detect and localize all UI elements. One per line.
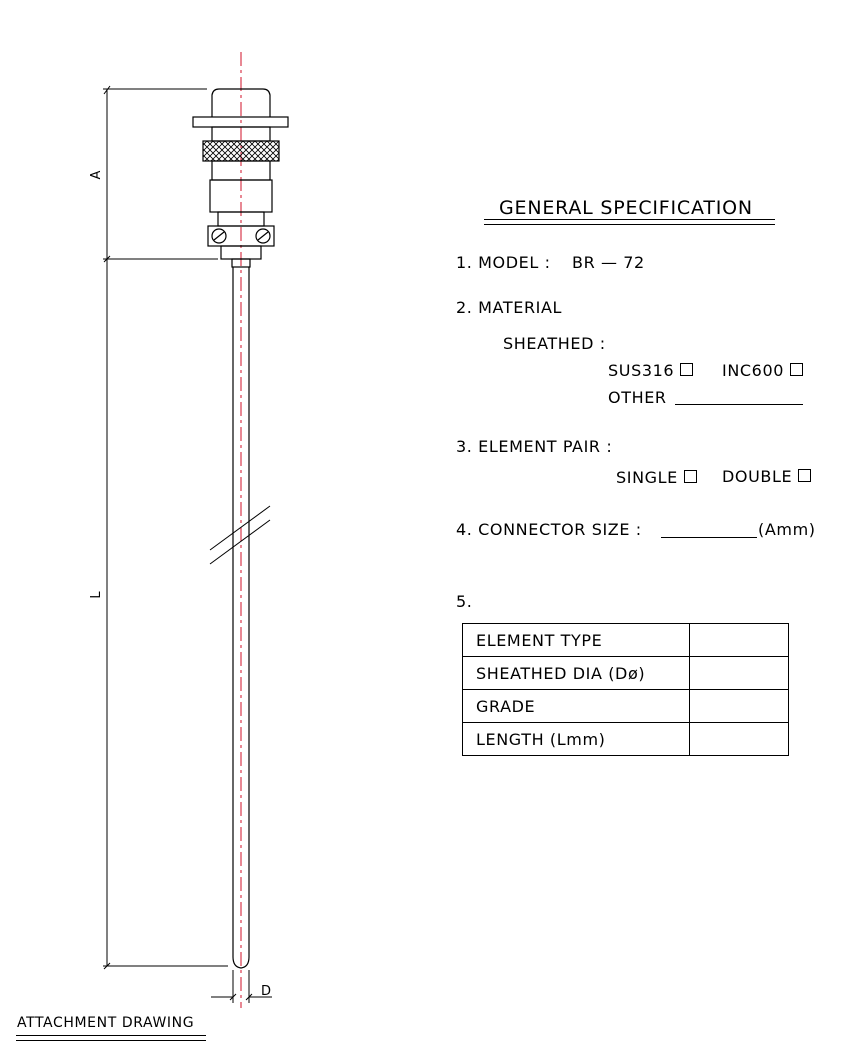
- sensor-drawing: A L D: [89, 52, 289, 1008]
- table-row: SHEATHED DIA (Dø): [462, 656, 789, 690]
- element-spec-table: ELEMENT TYPE SHEATHED DIA (Dø) GRADE LEN…: [462, 623, 789, 756]
- dimension-l: [103, 259, 228, 970]
- connector-head: [192, 88, 289, 268]
- table-row-label: ELEMENT TYPE: [462, 623, 690, 657]
- table-row-label: SHEATHED DIA (Dø): [462, 656, 690, 690]
- dimension-a-label: A: [89, 170, 104, 179]
- single-checkbox[interactable]: [683, 470, 697, 483]
- inc600-checkbox[interactable]: [790, 363, 803, 376]
- option-sus316-label: SUS316: [608, 361, 675, 380]
- dimension-d-label: D: [261, 984, 271, 999]
- option-sus316: SUS316: [608, 361, 694, 380]
- option-inc600: INC600: [722, 363, 803, 379]
- option-single-label: SINGLE: [616, 468, 678, 487]
- option-double: DOUBLE: [722, 467, 812, 486]
- caption-underline: [16, 1035, 206, 1041]
- spec-title: GENERAL SPECIFICATION: [499, 197, 753, 219]
- option-double-label: DOUBLE: [722, 467, 793, 486]
- dimension-d: [211, 970, 272, 1003]
- dimension-a: [103, 85, 218, 263]
- sus316-checkbox[interactable]: [680, 363, 694, 376]
- sheath-tube: [209, 267, 271, 969]
- connector-size-label: 4. CONNECTOR SIZE :: [456, 520, 642, 539]
- table-row-value[interactable]: [689, 656, 789, 690]
- other-label: OTHER: [608, 388, 667, 407]
- table-row-value[interactable]: [689, 623, 789, 657]
- table-row: ELEMENT TYPE: [462, 623, 789, 657]
- material-label: 2. MATERIAL: [456, 298, 563, 317]
- table-row: LENGTH (Lmm): [462, 722, 789, 756]
- other-blank-field[interactable]: [675, 404, 803, 405]
- double-checkbox[interactable]: [798, 469, 812, 482]
- connector-size-blank-field[interactable]: [661, 537, 757, 538]
- sheathed-label: SHEATHED :: [503, 334, 606, 353]
- model-value: BR — 72: [572, 253, 645, 272]
- table-row: GRADE: [462, 689, 789, 723]
- title-underline: [484, 219, 775, 225]
- drawing-caption: ATTACHMENT DRAWING: [17, 1015, 195, 1031]
- connector-size-unit: (Amm): [758, 520, 816, 539]
- model-label: 1. MODEL :: [456, 253, 551, 272]
- option-inc600-label: INC600: [722, 361, 784, 380]
- item-5-label: 5.: [456, 592, 473, 611]
- table-row-value[interactable]: [689, 689, 789, 723]
- table-row-label: LENGTH (Lmm): [462, 722, 690, 756]
- table-row-value[interactable]: [689, 722, 789, 756]
- element-pair-label: 3. ELEMENT PAIR :: [456, 437, 613, 456]
- dimension-l-label: L: [89, 591, 104, 599]
- table-row-label: GRADE: [462, 689, 690, 723]
- option-single: SINGLE: [616, 470, 697, 486]
